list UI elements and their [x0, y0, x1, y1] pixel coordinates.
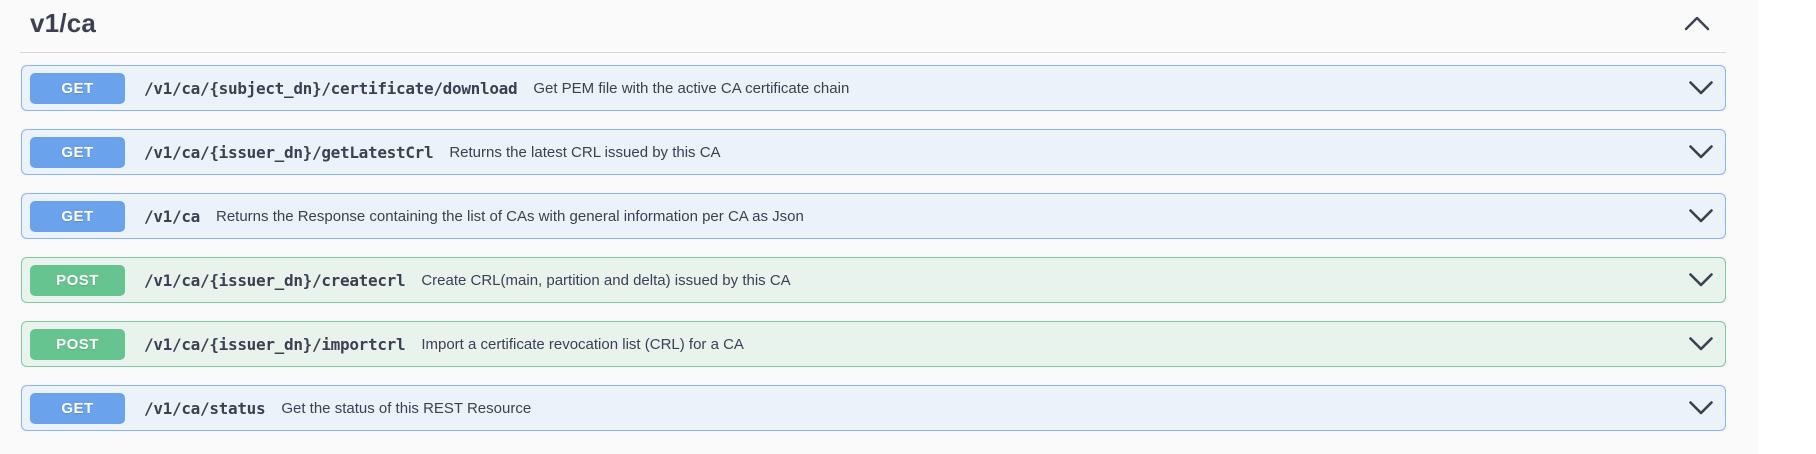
operation-path: /v1/ca/{issuer_dn}/getLatestCrl	[144, 142, 434, 162]
collapse-section-button[interactable]	[1680, 12, 1714, 35]
chevron-down-icon	[1689, 145, 1713, 159]
expand-operation-button[interactable]	[1687, 205, 1715, 227]
expand-operation-button[interactable]	[1687, 333, 1715, 355]
method-badge: POST	[30, 264, 125, 296]
expand-operation-button[interactable]	[1687, 77, 1715, 99]
chevron-down-icon	[1689, 273, 1713, 287]
operation-description: Create CRL(main, partition and delta) is…	[421, 271, 791, 289]
method-badge: GET	[30, 392, 125, 424]
chevron-up-icon	[1684, 16, 1710, 30]
chevron-down-icon	[1689, 401, 1713, 415]
operation-row[interactable]: GET /v1/ca/{issuer_dn}/getLatestCrl Retu…	[21, 129, 1726, 175]
chevron-down-icon	[1689, 209, 1713, 223]
chevron-down-icon	[1689, 81, 1713, 95]
method-badge: GET	[30, 200, 125, 232]
method-badge: POST	[30, 328, 125, 360]
tag-section-header[interactable]: v1/ca	[20, 0, 1726, 53]
expand-operation-button[interactable]	[1687, 397, 1715, 419]
operation-path: /v1/ca/{subject_dn}/certificate/download	[144, 78, 518, 98]
operation-row[interactable]: GET /v1/ca Returns the Response containi…	[21, 193, 1726, 239]
operation-row[interactable]: GET /v1/ca/status Get the status of this…	[21, 385, 1726, 431]
operation-description: Get the status of this REST Resource	[281, 399, 532, 417]
operation-row[interactable]: GET /v1/ca/{subject_dn}/certificate/down…	[21, 65, 1726, 111]
api-tag-section: v1/ca GET /v1/ca/{subject_dn}/certificat…	[0, 0, 1758, 431]
operation-description: Get PEM file with the active CA certific…	[533, 79, 850, 97]
operation-path: /v1/ca/{issuer_dn}/importcrl	[144, 334, 406, 354]
operation-path: /v1/ca/status	[144, 398, 266, 418]
method-badge: GET	[30, 136, 125, 168]
expand-operation-button[interactable]	[1687, 269, 1715, 291]
operation-description: Returns the latest CRL issued by this CA	[449, 143, 721, 161]
operation-path: /v1/ca	[144, 206, 200, 226]
operations-list: GET /v1/ca/{subject_dn}/certificate/down…	[0, 53, 1758, 431]
method-badge: GET	[30, 72, 125, 104]
operation-row[interactable]: POST /v1/ca/{issuer_dn}/createcrl Create…	[21, 257, 1726, 303]
tag-title: v1/ca	[30, 7, 97, 38]
expand-operation-button[interactable]	[1687, 141, 1715, 163]
chevron-down-icon	[1689, 337, 1713, 351]
operation-description: Returns the Response containing the list…	[216, 207, 804, 225]
operation-path: /v1/ca/{issuer_dn}/createcrl	[144, 270, 406, 290]
operation-description: Import a certificate revocation list (CR…	[421, 335, 744, 353]
operation-row[interactable]: POST /v1/ca/{issuer_dn}/importcrl Import…	[21, 321, 1726, 367]
